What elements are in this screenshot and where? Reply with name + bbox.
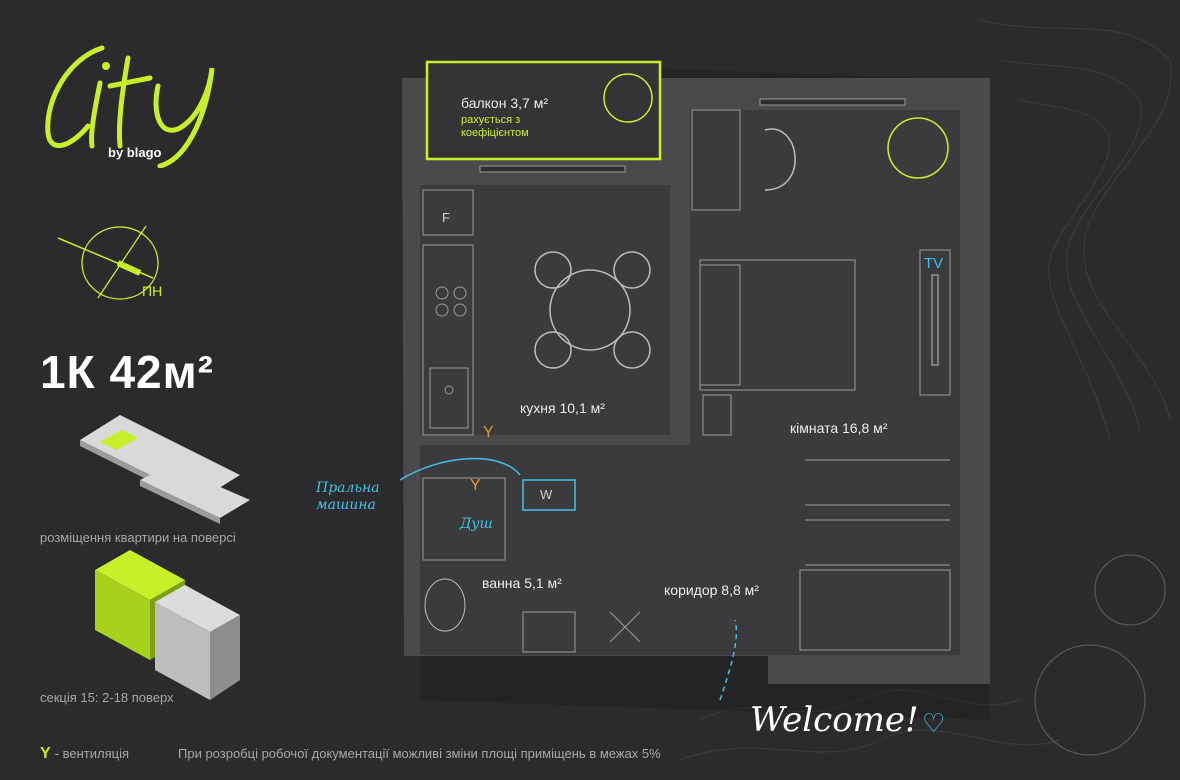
- kitchen-label: кухня 10,1 м²: [520, 400, 605, 416]
- room-label: кімната 16,8 м²: [790, 420, 888, 436]
- city-logo: [45, 45, 215, 168]
- tree-icon: [1034, 644, 1146, 756]
- washer-annotation-line1: Пральна: [316, 480, 380, 496]
- floor-placement-caption: розміщення квартири на поверсі: [40, 530, 236, 545]
- vent-icon: Y: [40, 745, 51, 762]
- tree-icon: [1094, 554, 1166, 626]
- section-building-map: [95, 550, 240, 700]
- disclaimer: При розробці робочої документації можлив…: [178, 746, 661, 761]
- topo-background: [679, 19, 1172, 761]
- section-caption: секція 15: 2-18 поверх: [40, 690, 174, 705]
- vent-legend: Y- вентиляція: [40, 745, 129, 763]
- washer-arrow: [399, 457, 521, 481]
- fridge-label: F: [442, 210, 450, 225]
- brand-by: by blago: [108, 145, 162, 160]
- north-compass-icon: ПН: [58, 225, 162, 300]
- plant-icon: [887, 117, 949, 179]
- floor-placement-map: [80, 415, 250, 524]
- plant-icon: [603, 73, 653, 123]
- dining-table: [534, 251, 651, 369]
- balcony-note-line1: рахується з: [461, 114, 521, 126]
- corridor-label: коридор 8,8 м²: [664, 582, 759, 598]
- vent-icon: Y: [470, 477, 481, 494]
- balcony-note-line2: коефіцієнтом: [461, 127, 529, 139]
- welcome-arrow: [719, 619, 738, 701]
- balcony-label: балкон 3,7 м²: [461, 95, 548, 111]
- vent-legend-label: - вентиляція: [54, 746, 129, 761]
- washer-annotation-line2: машина: [316, 497, 376, 513]
- washer-annotation: Пральна машина: [316, 480, 380, 514]
- compass-label: ПН: [142, 283, 162, 299]
- balcony-note: рахується з коефіцієнтом: [461, 114, 529, 140]
- wardrobe: [805, 459, 950, 566]
- bath-label: ванна 5,1 м²: [482, 575, 562, 591]
- tv-label: TV: [924, 255, 944, 272]
- heart-icon: ♡: [922, 708, 946, 738]
- washer-label: W: [540, 487, 553, 502]
- vent-icon: Y: [483, 424, 494, 441]
- shower-label: Душ: [460, 516, 493, 532]
- apartment-title: 1К 42м²: [40, 346, 214, 398]
- welcome-text: Welcome!: [750, 700, 919, 740]
